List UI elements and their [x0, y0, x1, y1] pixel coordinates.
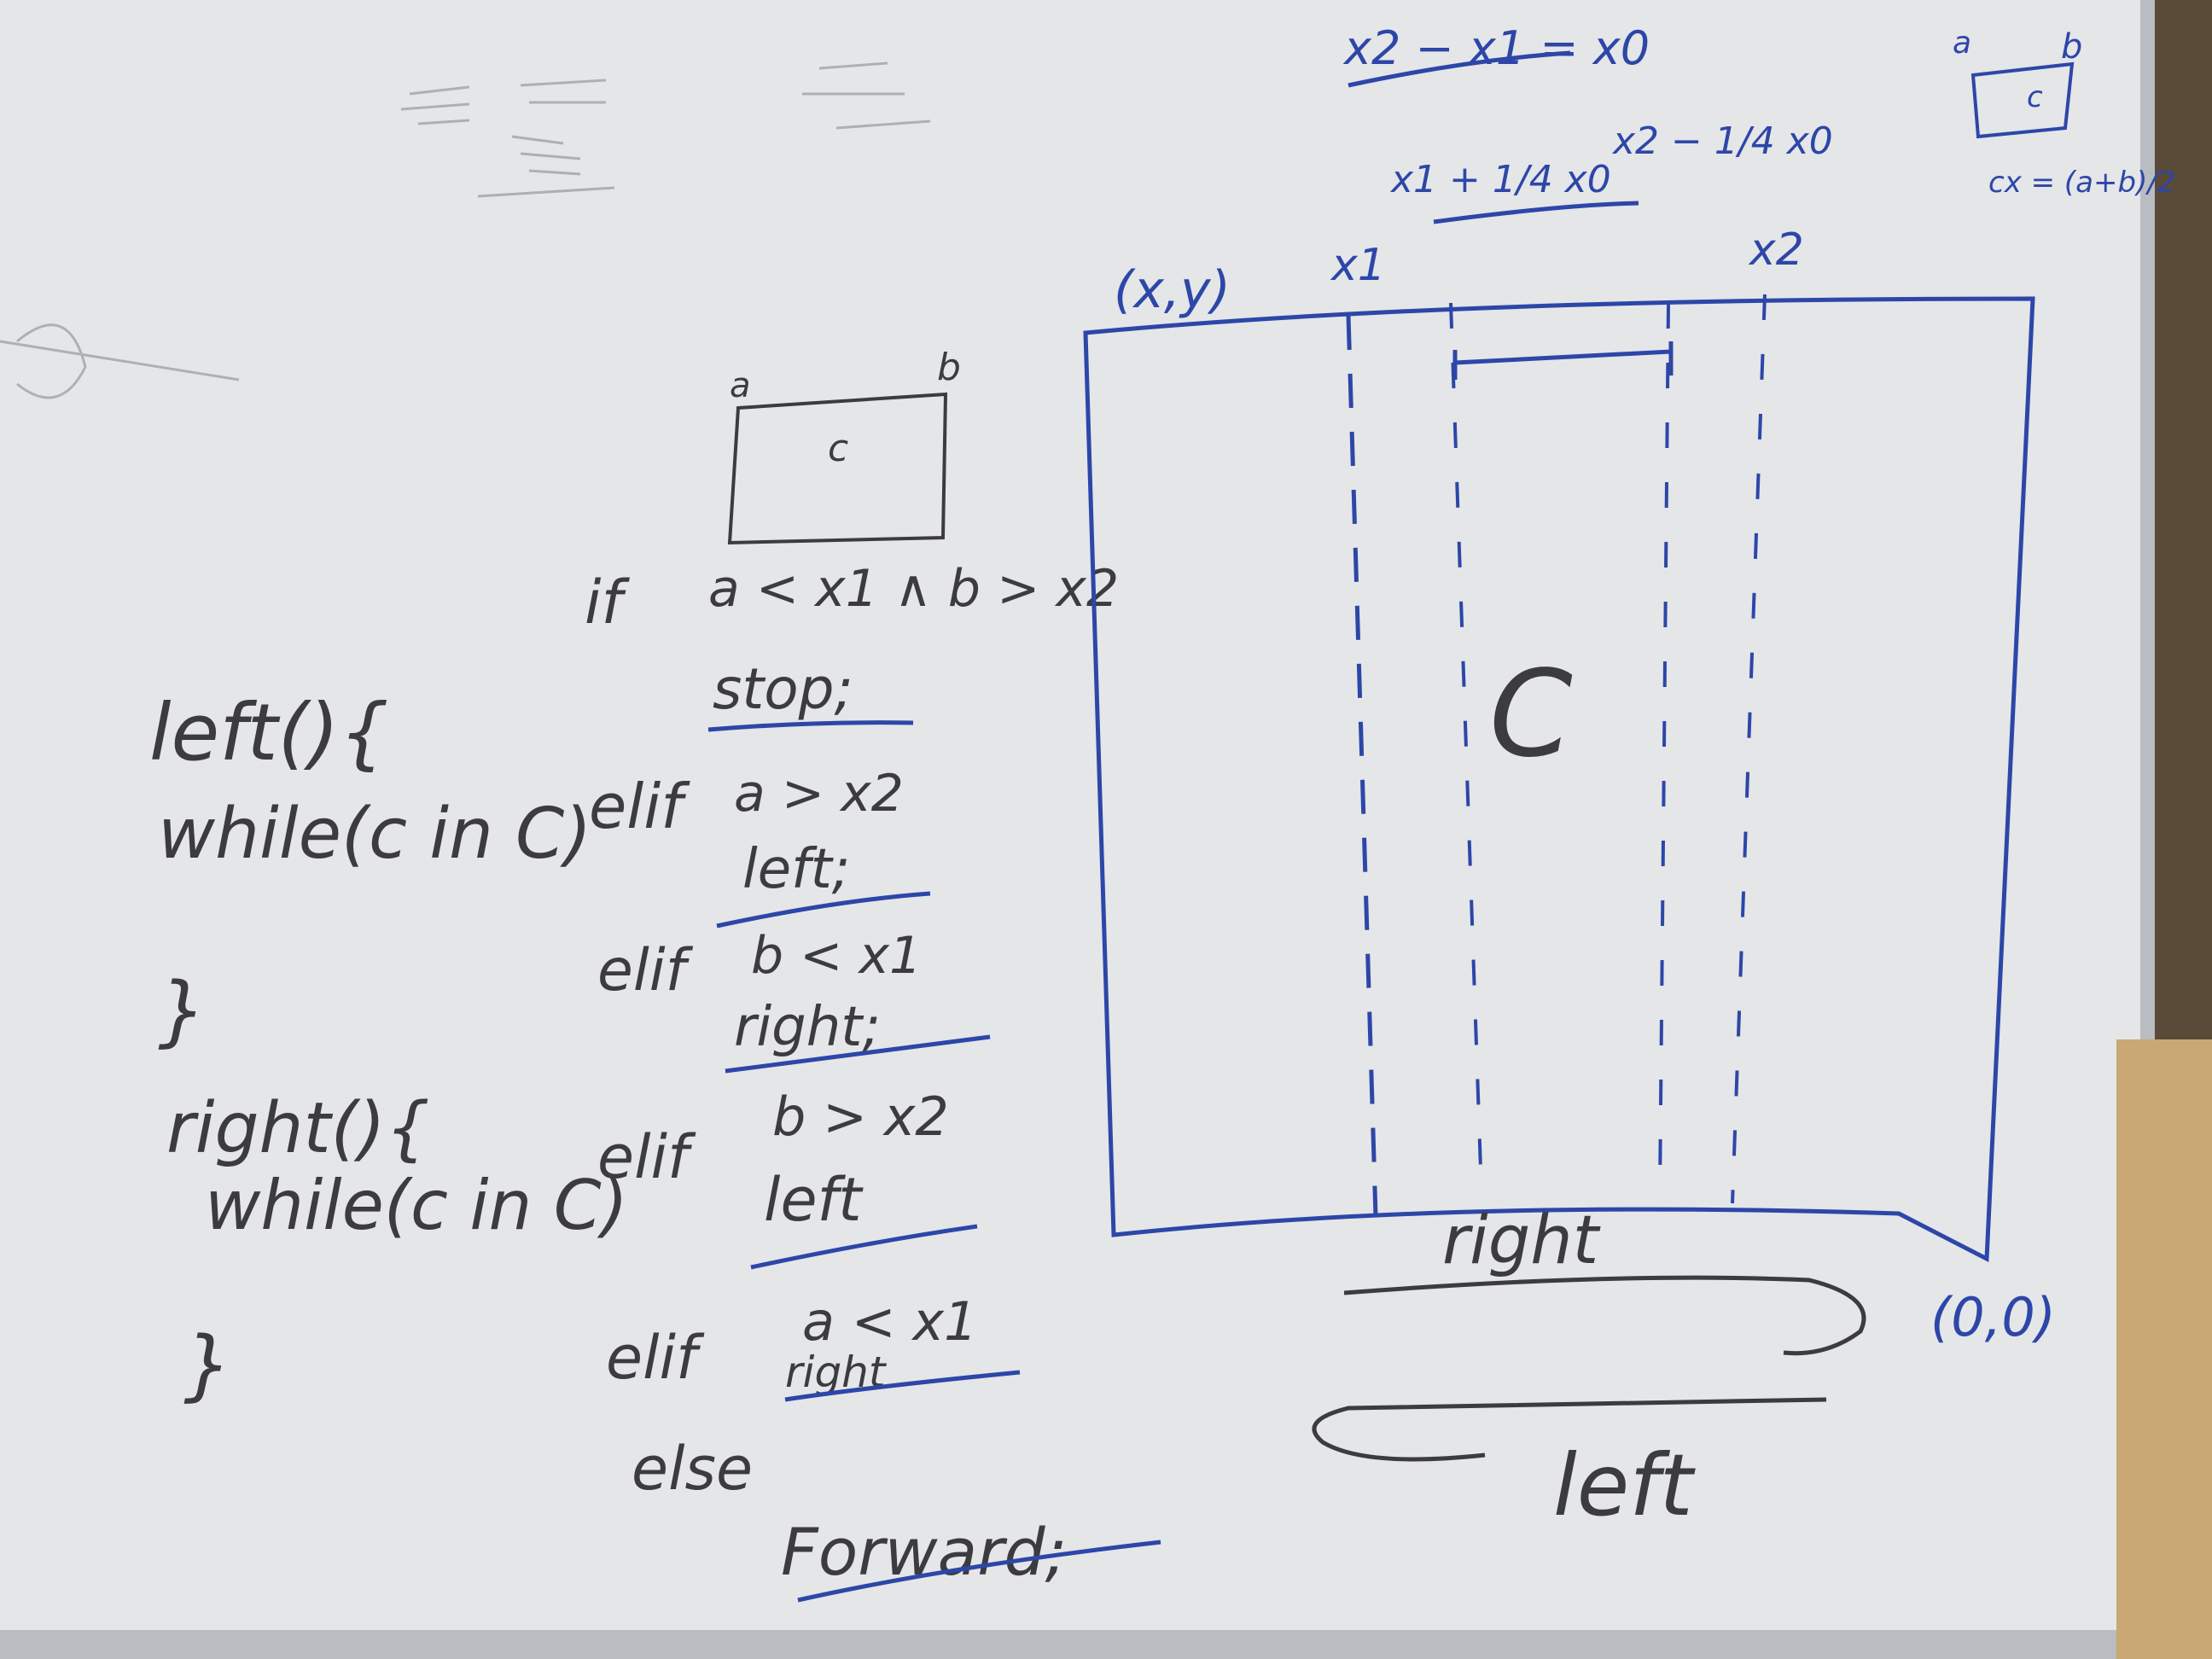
wooden-shelf	[2116, 1039, 2212, 1659]
center-segment	[1452, 341, 1674, 380]
mini-rect-b: b	[937, 346, 961, 389]
func2-while: while(c in C)	[205, 1166, 628, 1245]
x1-label: x1	[1330, 240, 1386, 291]
left-label: left	[1553, 1435, 1697, 1535]
cond-2-action: right;	[734, 996, 881, 1059]
cond-2-keyword: elif	[597, 937, 694, 1004]
func2-close: }	[183, 1320, 232, 1410]
cond-1-cond: a > x2	[734, 764, 904, 824]
field-rectangle	[1083, 296, 2035, 1263]
whiteboard-surface	[0, 0, 2140, 1630]
x1-line	[1346, 315, 1378, 1217]
mini-rect-sketch: a b c	[727, 346, 961, 545]
corner-note-formula: cx = (a+b)/2	[1988, 166, 2175, 200]
func1-head: left(){	[149, 687, 389, 778]
corner-note-a: a	[1953, 26, 1971, 61]
erased-marks	[0, 61, 931, 399]
formula-left: x1 + 1/4 x0	[1389, 158, 1611, 201]
corner-note-b: b	[2061, 27, 2082, 67]
cond-0-action: stop;	[713, 656, 853, 722]
x2-label: x2	[1748, 224, 1804, 276]
cond-3-action: left	[764, 1165, 864, 1235]
func1-close: }	[158, 966, 207, 1056]
center-label: C	[1489, 645, 1573, 784]
formula-underline	[1348, 50, 1571, 88]
cond-5-action: Forward;	[781, 1514, 1067, 1590]
cond-1-action: left;	[742, 838, 850, 901]
cond-4-keyword: elif	[606, 1323, 705, 1393]
corner-note-c: c	[2027, 80, 2043, 114]
quarter-line-left	[1449, 302, 1482, 1170]
cond-4-cond: a < x1	[802, 1290, 978, 1353]
field-diagram	[1083, 50, 2035, 1263]
origin-label: (x,y)	[1114, 260, 1231, 320]
cond-2-cond: b < x1	[751, 926, 922, 986]
left-arrow	[1312, 1397, 1827, 1462]
right-label: right	[1442, 1202, 1601, 1279]
cond-3-cond: b > x2	[772, 1086, 949, 1148]
cond-0-cond: a < x1 ∧ b > x2	[708, 559, 1119, 619]
cond-3-keyword: elif	[597, 1122, 696, 1192]
condition-block: if a < x1 ∧ b > x2 stop; elif a > x2 lef…	[585, 559, 1161, 1603]
corner-note: a b c cx = (a+b)/2	[1953, 26, 2175, 200]
formula-top: x2 − x1 = x0	[1342, 21, 1650, 75]
formula-bracket	[1433, 201, 1639, 224]
right-arrow	[1343, 1275, 1866, 1356]
cond-1-keyword: elif	[589, 771, 690, 842]
mini-rect-a: a	[730, 366, 751, 405]
formula-right: x2 − 1/4 x0	[1611, 119, 1833, 163]
cond-5-keyword: else	[632, 1434, 753, 1504]
mini-rect-c: c	[828, 427, 848, 470]
func1-while: while(c in C)	[158, 794, 591, 875]
corner-label: (0,0)	[1930, 1286, 2056, 1348]
func2-head: right(){	[166, 1088, 430, 1169]
direction-arrows	[1312, 1275, 1866, 1462]
